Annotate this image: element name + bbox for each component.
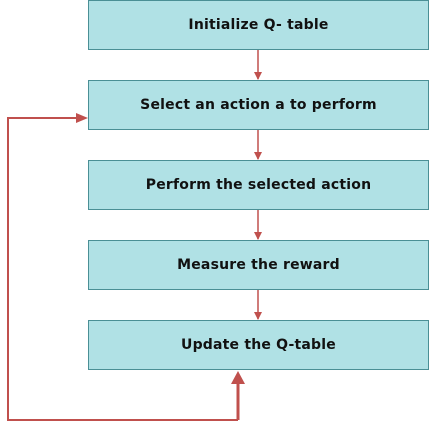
step-select-action: Select an action a to perform	[88, 80, 429, 130]
step-initialize-q-table: Initialize Q- table	[88, 0, 429, 50]
step-label: Update the Q-table	[181, 337, 336, 353]
step-update-q-table: Update the Q-table	[88, 320, 429, 370]
step-label: Measure the reward	[177, 257, 340, 273]
step-label: Initialize Q- table	[188, 17, 329, 33]
step-label: Select an action a to perform	[140, 97, 377, 113]
loop-back-into-update-arrowhead	[231, 371, 245, 384]
step-label: Perform the selected action	[145, 177, 372, 193]
step-perform-action: Perform the selected action	[88, 160, 429, 210]
loop-back-path	[7, 117, 238, 421]
loop-back-into-select-arrowhead	[76, 113, 88, 123]
step-measure-reward: Measure the reward	[88, 240, 429, 290]
